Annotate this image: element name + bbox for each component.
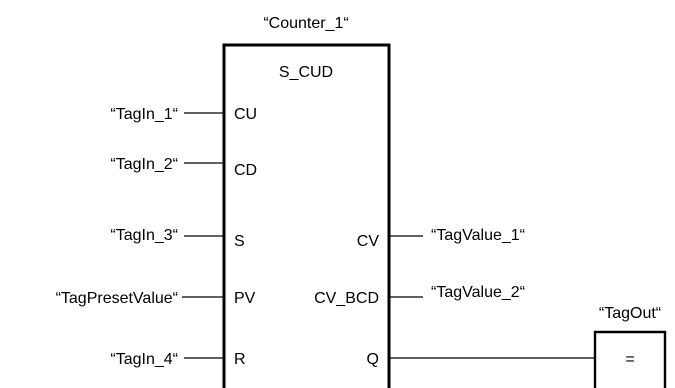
output-tag-cv-bcd: “TagValue_2“ xyxy=(431,284,525,301)
input-tag-cu: “TagIn_1“ xyxy=(110,106,178,123)
pin-label-cu: CU xyxy=(234,106,257,123)
pin-label-cv-bcd: CV_BCD xyxy=(314,290,379,307)
pin-label-cd: CD xyxy=(234,162,257,179)
coil-box xyxy=(593,330,667,388)
block-instance-name: “Counter_1“ xyxy=(263,15,348,32)
coil-tag: “TagOut“ xyxy=(599,305,661,322)
pin-label-r: R xyxy=(234,351,246,368)
input-tag-cd: “TagIn_2“ xyxy=(110,156,178,173)
function-block-box xyxy=(222,43,391,388)
input-tag-r: “TagIn_4“ xyxy=(110,351,178,368)
pin-label-pv: PV xyxy=(234,290,256,307)
input-tag-s: “TagIn_3“ xyxy=(110,227,178,244)
input-tag-pv: “TagPresetValue“ xyxy=(56,290,178,307)
output-tag-cv: “TagValue_1“ xyxy=(431,227,525,244)
block-type-label: S_CUD xyxy=(279,64,333,81)
pin-label-s: S xyxy=(234,233,245,250)
pin-label-q: Q xyxy=(367,351,379,368)
coil-symbol: = xyxy=(625,351,634,368)
pin-label-cv: CV xyxy=(357,233,380,250)
